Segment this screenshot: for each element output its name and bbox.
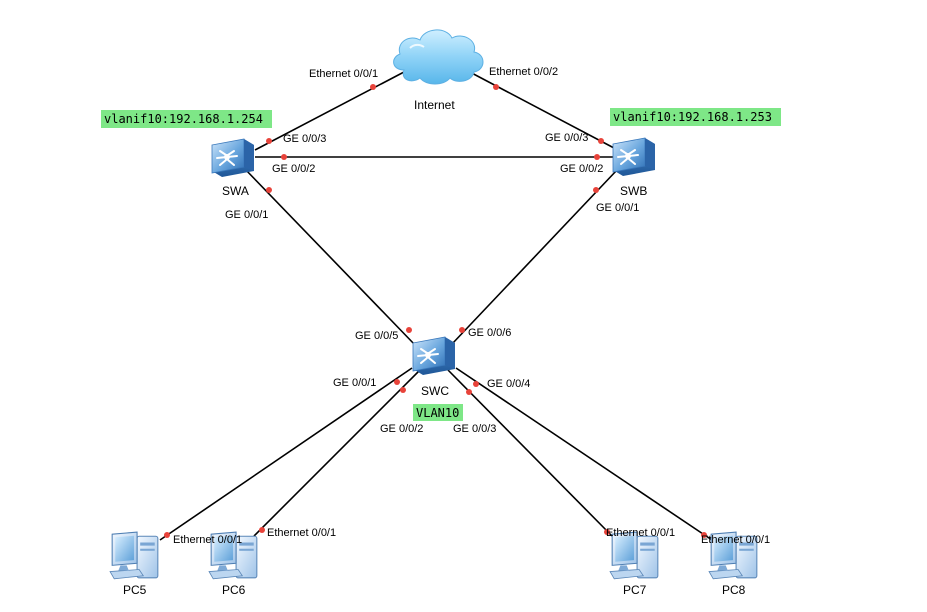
swa-vlanif-tag: vlanif10:192.168.1.254 [101, 110, 272, 128]
port-label: GE 0/0/5 [355, 330, 398, 342]
pc7-label: PC7 [623, 583, 647, 597]
link-swb-internet [465, 69, 615, 149]
switch-icon [612, 137, 656, 177]
pc6-node[interactable]: PC6 [208, 531, 258, 597]
swc-vlan-text: VLAN10 [416, 406, 459, 420]
swc-node[interactable]: SWC [412, 336, 456, 398]
swb-vlanif-tag: vlanif10:192.168.1.253 [610, 108, 781, 126]
port-label: GE 0/0/1 [333, 377, 376, 389]
tag-background [413, 404, 463, 421]
link-swc-pc8 [455, 367, 713, 541]
port-dot [466, 389, 472, 395]
link-swa-swc [243, 167, 417, 347]
internet-node[interactable]: Internet [393, 29, 484, 112]
port-dot [400, 387, 406, 393]
port-labels: Ethernet 0/0/1 Ethernet 0/0/2 GE 0/0/3 G… [173, 66, 770, 546]
port-dots [164, 84, 707, 538]
switch-icon [211, 138, 255, 178]
link-swb-swc [451, 169, 618, 345]
port-label: GE 0/0/2 [272, 163, 315, 175]
port-dot [259, 527, 265, 533]
port-dot [164, 532, 170, 538]
port-dot [598, 138, 604, 144]
swb-label: SWB [620, 184, 647, 198]
pc8-node[interactable]: PC8 [708, 531, 758, 597]
cloud-icon [393, 29, 484, 85]
tag-background [101, 110, 272, 128]
port-dot [473, 381, 479, 387]
swa-vlanif-text: vlanif10:192.168.1.254 [104, 112, 263, 126]
port-label: Ethernet 0/0/1 [701, 534, 770, 546]
tag-background [610, 108, 781, 126]
port-label: Ethernet 0/0/1 [309, 68, 378, 80]
port-label: GE 0/0/3 [283, 133, 326, 145]
links [159, 69, 713, 541]
link-swa-internet [254, 71, 405, 151]
link-swc-pc7 [447, 369, 613, 537]
port-dot [406, 327, 412, 333]
port-label: Ethernet 0/0/1 [606, 527, 675, 539]
port-label: GE 0/0/3 [453, 423, 496, 435]
port-dot [459, 327, 465, 333]
swc-vlan-tag: VLAN10 [413, 404, 463, 421]
pc8-label: PC8 [722, 583, 746, 597]
port-dot [266, 138, 272, 144]
swb-vlanif-text: vlanif10:192.168.1.253 [613, 110, 772, 124]
port-label: GE 0/0/2 [560, 163, 603, 175]
port-label: GE 0/0/1 [225, 209, 268, 221]
pc-icon [109, 531, 159, 580]
port-dot [493, 84, 499, 90]
pc-icon [609, 531, 659, 580]
port-label: GE 0/0/6 [468, 327, 511, 339]
port-dot [593, 187, 599, 193]
port-label: Ethernet 0/0/2 [489, 66, 558, 78]
port-label: Ethernet 0/0/1 [267, 527, 336, 539]
link-swc-pc6 [253, 369, 421, 537]
port-label: GE 0/0/3 [545, 132, 588, 144]
swa-node[interactable]: SWA [211, 138, 255, 198]
switch-icon [412, 336, 456, 376]
link-swc-pc5 [159, 367, 413, 541]
port-dot [594, 154, 600, 160]
pc5-label: PC5 [123, 583, 147, 597]
port-label: GE 0/0/1 [596, 202, 639, 214]
pc5-node[interactable]: PC5 [109, 531, 159, 597]
internet-label: Internet [414, 98, 455, 112]
pc6-label: PC6 [222, 583, 246, 597]
port-label: GE 0/0/2 [380, 423, 423, 435]
port-dot [394, 379, 400, 385]
port-dot [701, 532, 707, 538]
port-label: Ethernet 0/0/1 [173, 534, 242, 546]
pc7-node[interactable]: PC7 [609, 531, 659, 597]
port-dot [604, 529, 610, 535]
port-label: GE 0/0/4 [487, 378, 530, 390]
port-dot [281, 154, 287, 160]
port-dot [266, 187, 272, 193]
swc-label: SWC [421, 384, 449, 398]
swa-label: SWA [222, 184, 249, 198]
port-dot [370, 84, 376, 90]
swb-node[interactable]: SWB [612, 137, 656, 198]
